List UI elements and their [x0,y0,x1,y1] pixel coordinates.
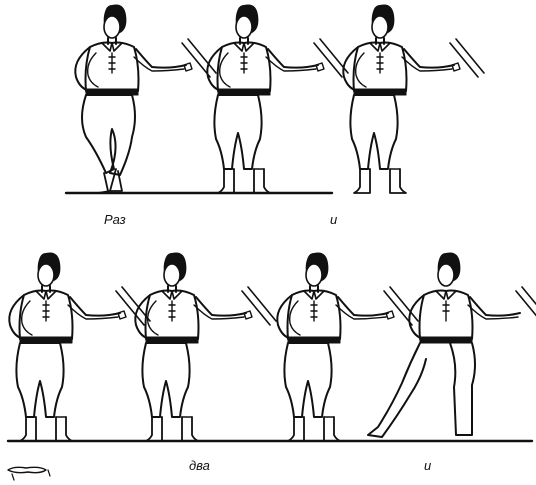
caption-i-top: и [330,212,337,227]
caption-i-bottom: и [424,458,431,473]
caption-raz: Раз [104,212,126,227]
caption-dva: два [189,458,210,473]
